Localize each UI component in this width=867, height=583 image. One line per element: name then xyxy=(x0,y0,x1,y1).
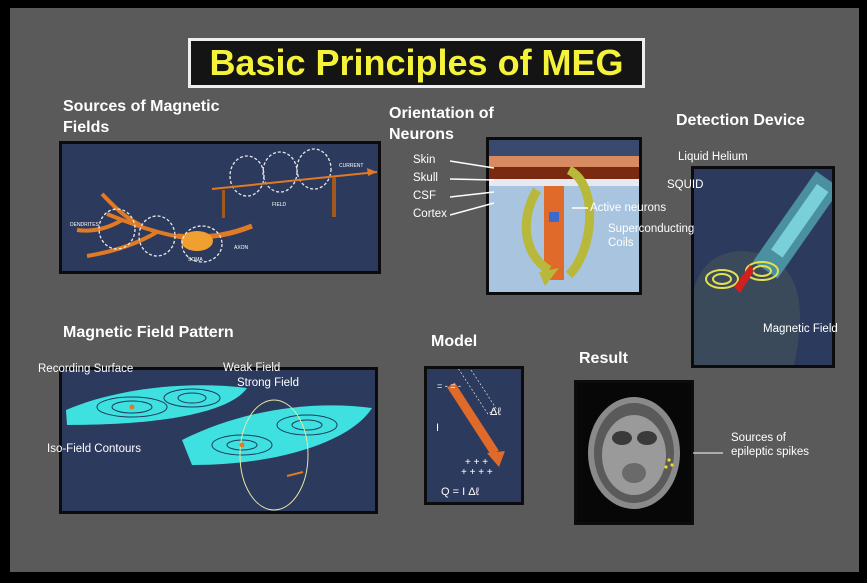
weak-field-label: Weak Field xyxy=(223,362,281,374)
neuron-illustration: CURRENT FIELD DENDRITES SOMA AXON xyxy=(70,148,378,263)
orientation-heading: Orientation of Neurons xyxy=(389,105,494,143)
mri-scan-image xyxy=(588,397,680,509)
dipole-model-illustration: = - = - + + + + + + + Δℓ I Q = I Δℓ xyxy=(436,369,505,498)
detection-heading: Detection Device xyxy=(676,112,805,129)
axon-label: AXON xyxy=(234,245,249,251)
cortex-layers-illustration xyxy=(489,140,639,292)
slide: Basic Principles of MEG Sources of Magne… xyxy=(10,8,859,572)
recording-surface-label: Recording Surface xyxy=(38,363,134,375)
skin-label: Skin xyxy=(413,154,436,166)
csf-label: CSF xyxy=(413,190,436,202)
dipole-equation: Q = I Δℓ xyxy=(441,486,480,498)
orientation-panel xyxy=(486,137,642,295)
iso-field-contours-label: Iso-Field Contours xyxy=(47,443,141,455)
strong-field-label: Strong Field xyxy=(237,377,300,389)
field-pattern-illustration xyxy=(66,385,372,511)
title-box: Basic Principles of MEG xyxy=(188,38,645,88)
dendrites-label: DENDRITES xyxy=(70,222,100,228)
orientation-pointer-lines xyxy=(450,160,588,216)
soma-label: SOMA xyxy=(188,257,203,263)
pattern-panel xyxy=(59,367,378,514)
pattern-heading: Magnetic Field Pattern xyxy=(63,324,234,341)
liquid-helium-label: Liquid Helium xyxy=(678,151,748,163)
result-heading: Result xyxy=(579,350,628,367)
sources-panel: CURRENT FIELD DENDRITES SOMA AXON xyxy=(59,141,381,274)
sources-heading: Sources of Magnetic Fields xyxy=(63,98,220,136)
current-label: CURRENT xyxy=(339,163,363,169)
field-label: FIELD xyxy=(272,202,287,208)
delta-l-label: Δℓ xyxy=(490,406,501,418)
model-panel: = - = - + + + + + + + Δℓ I Q = I Δℓ xyxy=(424,366,524,505)
magnetic-field-label: Magnetic Field xyxy=(763,323,838,335)
svg-text:+ + +: + + + xyxy=(465,457,488,468)
superconducting-coils-label: Superconducting Coils xyxy=(608,223,695,249)
model-heading: Model xyxy=(431,333,478,350)
skull-label: Skull xyxy=(413,172,438,184)
epileptic-spikes-label: Sources of epileptic spikes xyxy=(731,432,809,458)
active-neurons-label: Active neurons xyxy=(590,202,667,214)
result-panel xyxy=(574,380,694,525)
slide-title: Basic Principles of MEG xyxy=(209,42,624,83)
svg-text:= - = -: = - = - xyxy=(437,381,461,391)
cortex-label: Cortex xyxy=(413,208,447,220)
detection-panel xyxy=(691,166,835,368)
spikes-pointer-line xyxy=(693,452,723,454)
current-i-label: I xyxy=(436,422,439,434)
svg-text:+ + + +: + + + + xyxy=(461,467,493,478)
meg-device-illustration xyxy=(694,171,832,365)
squid-label: SQUID xyxy=(667,179,704,191)
